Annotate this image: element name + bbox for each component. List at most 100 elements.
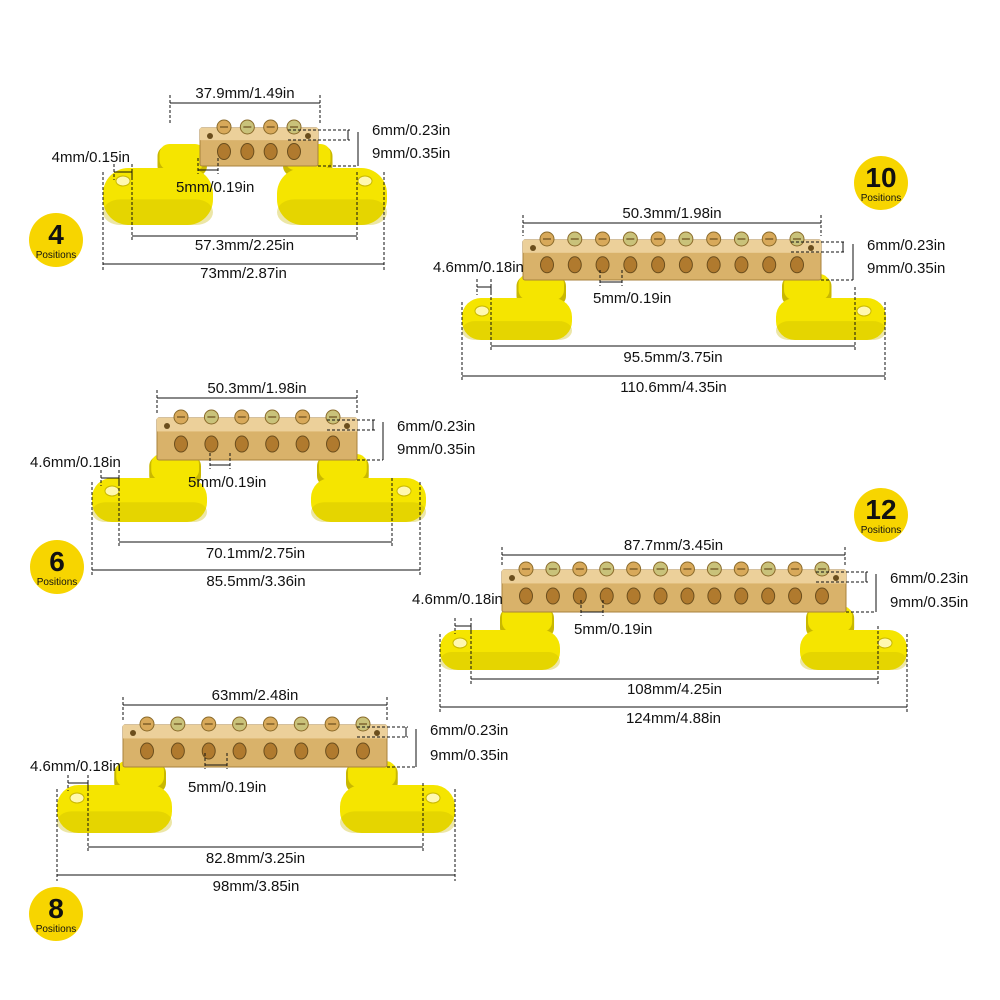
badge-circle bbox=[854, 156, 908, 210]
end-hole-left bbox=[164, 423, 170, 429]
badge-circle bbox=[854, 488, 908, 542]
wire-hole bbox=[174, 435, 188, 453]
wire-hole bbox=[762, 256, 777, 274]
wire-hole bbox=[599, 587, 614, 605]
bus-bar-6-positions: 50.3mm/1.98in6mm/0.23in9mm/0.35in4.6mm/0… bbox=[30, 380, 475, 594]
badge-label: Positions bbox=[37, 577, 78, 588]
label-mount-hole: 4.6mm/0.18in bbox=[433, 259, 524, 276]
insulator-foot bbox=[103, 168, 213, 225]
mount-hole bbox=[104, 485, 120, 497]
mount-hole bbox=[877, 637, 893, 649]
wire-hole bbox=[572, 587, 587, 605]
label-hole-spacing: 70.1mm/2.75in bbox=[206, 545, 305, 562]
wire-hole bbox=[788, 587, 803, 605]
wire-hole bbox=[706, 256, 721, 274]
foot-shadow bbox=[462, 321, 572, 340]
wire-hole bbox=[170, 742, 185, 760]
label-screw-hole: 5mm/0.19in bbox=[188, 474, 266, 491]
badge-number: 12 bbox=[865, 494, 896, 525]
label-hole-spacing: 95.5mm/3.75in bbox=[623, 349, 722, 366]
wire-hole bbox=[263, 742, 278, 760]
foot-shadow bbox=[277, 199, 387, 225]
end-hole-right bbox=[374, 730, 380, 736]
label-bar-length: 63mm/2.48in bbox=[212, 687, 299, 704]
brass-bar-top bbox=[502, 570, 846, 584]
wire-hole bbox=[287, 143, 301, 161]
mount-hole bbox=[474, 305, 490, 317]
label-bar-thickness: 6mm/0.23in bbox=[372, 122, 450, 139]
end-hole-right bbox=[833, 575, 839, 581]
brass-bar-top bbox=[123, 725, 387, 739]
wire-hole bbox=[240, 143, 255, 161]
badge-circle bbox=[29, 887, 83, 941]
pedestal-top bbox=[159, 144, 205, 170]
badge-label: Positions bbox=[36, 250, 77, 261]
foot-shadow bbox=[800, 652, 907, 670]
end-hole-right bbox=[808, 245, 814, 251]
wire-hole bbox=[734, 587, 749, 605]
mount-hole bbox=[452, 637, 468, 649]
wire-hole bbox=[651, 256, 666, 274]
mount-hole bbox=[115, 175, 131, 187]
wire-hole bbox=[680, 587, 695, 605]
label-bar-height: 9mm/0.35in bbox=[867, 260, 945, 277]
wire-hole bbox=[217, 143, 231, 161]
mount-hole bbox=[69, 792, 85, 804]
label-overall-length: 98mm/3.85in bbox=[213, 878, 300, 895]
label-overall-length: 85.5mm/3.36in bbox=[206, 573, 305, 590]
foot-shadow bbox=[776, 321, 886, 340]
bus-bar-10-positions: 50.3mm/1.98in 6mm/0.23in 9mm/0.35in 4.6mm/0… bbox=[433, 156, 945, 396]
label-bar-thickness: 6mm/0.23in bbox=[397, 418, 475, 435]
wire-hole bbox=[325, 742, 340, 760]
label-bar-thickness: 6mm/0.23in bbox=[430, 722, 508, 739]
label-hole-spacing: 108mm/4.25in bbox=[627, 681, 722, 698]
wire-hole bbox=[356, 742, 370, 760]
label-overall-length: 73mm/2.87in bbox=[200, 265, 287, 282]
label-bar-height: 9mm/0.35in bbox=[397, 441, 475, 458]
wire-hole bbox=[707, 587, 722, 605]
wire-hole bbox=[545, 587, 560, 605]
badge-number: 4 bbox=[48, 219, 64, 250]
wire-hole bbox=[540, 256, 554, 274]
foot-shadow bbox=[57, 811, 172, 833]
wire-hole bbox=[626, 587, 641, 605]
label-screw-hole: 5mm/0.19in bbox=[574, 621, 652, 638]
badge-label: Positions bbox=[861, 193, 902, 204]
badge-circle bbox=[30, 540, 84, 594]
end-hole-right bbox=[305, 133, 311, 139]
wire-hole bbox=[263, 143, 278, 161]
insulator-foot bbox=[57, 785, 172, 833]
badge-label: Positions bbox=[861, 525, 902, 536]
badge-number: 10 bbox=[865, 162, 896, 193]
label-hole-spacing: 57.3mm/2.25in bbox=[195, 237, 294, 254]
foot-shadow bbox=[92, 502, 207, 522]
wire-hole bbox=[295, 435, 310, 453]
wire-hole bbox=[204, 435, 219, 453]
label-overall-length: 124mm/4.88in bbox=[626, 710, 721, 727]
label-screw-hole: 5mm/0.19in bbox=[188, 779, 266, 796]
wire-hole bbox=[653, 587, 668, 605]
wire-hole bbox=[140, 742, 154, 760]
label-mount-hole: 4.6mm/0.18in bbox=[30, 758, 121, 775]
wire-hole bbox=[734, 256, 749, 274]
badge-number: 6 bbox=[49, 546, 65, 577]
label-bar-length: 37.9mm/1.49in bbox=[195, 85, 294, 102]
bus-bar-12-positions: 87.7mm/3.45in6mm/0.23in9mm/0.35in4.6mm/0… bbox=[412, 488, 968, 727]
label-bar-thickness: 6mm/0.23in bbox=[867, 237, 945, 254]
wire-hole bbox=[790, 256, 804, 274]
wire-hole bbox=[232, 742, 247, 760]
wire-hole bbox=[595, 256, 610, 274]
wire-hole bbox=[815, 587, 829, 605]
label-mount-hole: 4.6mm/0.18in bbox=[30, 454, 121, 471]
insulator-foot bbox=[462, 298, 572, 340]
label-screw-hole: 5mm/0.19in bbox=[176, 179, 254, 196]
wire-hole bbox=[294, 742, 309, 760]
bus-bar-8-positions: 63mm/2.48in6mm/0.23in9mm/0.35in4.6mm/0.1… bbox=[29, 687, 508, 941]
foot-shadow bbox=[311, 502, 426, 522]
wire-hole bbox=[234, 435, 249, 453]
foot-shadow bbox=[440, 652, 560, 670]
badge-number: 8 bbox=[48, 893, 64, 924]
label-hole-spacing: 82.8mm/3.25in bbox=[206, 850, 305, 867]
badge-label: Positions bbox=[36, 924, 77, 935]
label-bar-length: 50.3mm/1.98in bbox=[622, 205, 721, 222]
